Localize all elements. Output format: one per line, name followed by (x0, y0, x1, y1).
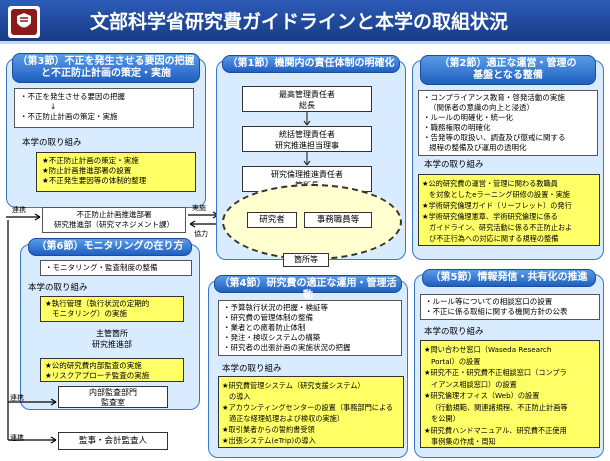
section-2-title: （第2節）適正な運営・管理の 基盤となる整備 (420, 55, 596, 85)
cooperate-label: 協力 (194, 230, 208, 238)
auditors-box: 監事・会計監査人 (58, 432, 168, 450)
cooperate-arrow (189, 220, 220, 228)
prevention-plan-dept-box: 不正防止計画推進部署 研究推進部（研究マネジメント課） (42, 207, 186, 233)
section-6-items: ・モニタリング・監査制度の整備 (40, 260, 192, 276)
org-arrow-1 (303, 112, 311, 126)
org-box-middle: 統括管理責任者 研究推進担当理事 (242, 126, 372, 152)
title-bar: 文部科学省研究費ガイドラインと本学の取組状況 (0, 0, 610, 44)
dept-label: 箇所等 (283, 253, 329, 267)
researcher-box: 研究者 (247, 212, 297, 228)
flow-lines (7, 220, 57, 444)
liaison-label-1: 連携 (10, 394, 24, 402)
university-seal-icon (8, 6, 40, 38)
section-1-title: （第1節）機関内の責任体制の明確化 (222, 55, 400, 73)
section-5-efforts-label: 本学の取り組み (424, 327, 484, 337)
section-3-efforts: ★不正防止計画の策定・実施 ★防止計画推進部署の設置 ★不正発生要因等の体制的整… (36, 152, 196, 192)
liaison-arrow (6, 213, 41, 221)
section-6-title: （第6節）モニタリングの在り方 (28, 238, 192, 256)
section-4-title: （第4節）研究費の適正な運用・管理活動 (214, 275, 402, 301)
liaison-label-2: 連携 (10, 434, 24, 442)
section-3-items: ・不正を発生させる要因の把握 ↓ ・不正防止計画の策定・実施 (14, 88, 194, 128)
section-3-efforts-label: 本学の取り組み (22, 138, 82, 148)
section-4-efforts: ★研究費管理システム（研究支援システム） の導入 ★アカウンティングセンターの設… (218, 376, 404, 448)
liaison-label: 連携 (12, 206, 26, 214)
section-5-title: （第5節）情報発信・共有化の推進 (422, 269, 596, 287)
section-2-efforts: ★公的研究費の運営・管理に関わる教職員 を対象としたeラーニング研修の設置・実施… (418, 174, 600, 246)
page-title: 文部科学省研究費ガイドラインと本学の取組状況 (90, 11, 509, 33)
section-4-items: ・予算執行状況の把握・検証等 ・研究費の管理体制の整備 ・業者との癒着防止体制 … (218, 300, 402, 356)
staff-box: 事務職員等 (304, 212, 372, 228)
section-4-efforts-label: 本学の取り組み (222, 364, 282, 374)
section-3-title: （第3節）不正を発生させる要因の把握 と不正防止計画の策定・実施 (12, 53, 200, 83)
section-6-efforts-label: 本学の取り組み (28, 283, 88, 293)
main-dept-box: 主管箇所 研究推進部 (92, 329, 132, 349)
section-6-efforts-2: ★公的研究費内部監査の実施 ★リスクアプローチ監査の実施 (40, 358, 184, 382)
section-6-efforts-1: ★執行管理（執行状況の定期的 モニタリング）の実施 (40, 296, 184, 322)
section-5-efforts: ★問い合わせ窓口（Waseda Research Portal）の設置 ★研究不… (420, 340, 600, 448)
section-5-items: ・ルール等についての相談窓口の設置 ・不正に係る取組に関する機関方針の公表 (420, 294, 600, 320)
implement-label: 実施 (192, 204, 206, 212)
org-box-top: 最高管理責任者 総長 (242, 86, 372, 112)
org-arrow-2 (303, 152, 311, 166)
audit-office-box: 内部監査部門 監査室 (58, 386, 168, 408)
section-2-efforts-label: 本学の取り組み (424, 160, 484, 170)
section-2-items: ・コンプライアンス教育・啓発活動の実施 （関係者の意識の向上と浸透） ・ルールの… (418, 90, 598, 156)
